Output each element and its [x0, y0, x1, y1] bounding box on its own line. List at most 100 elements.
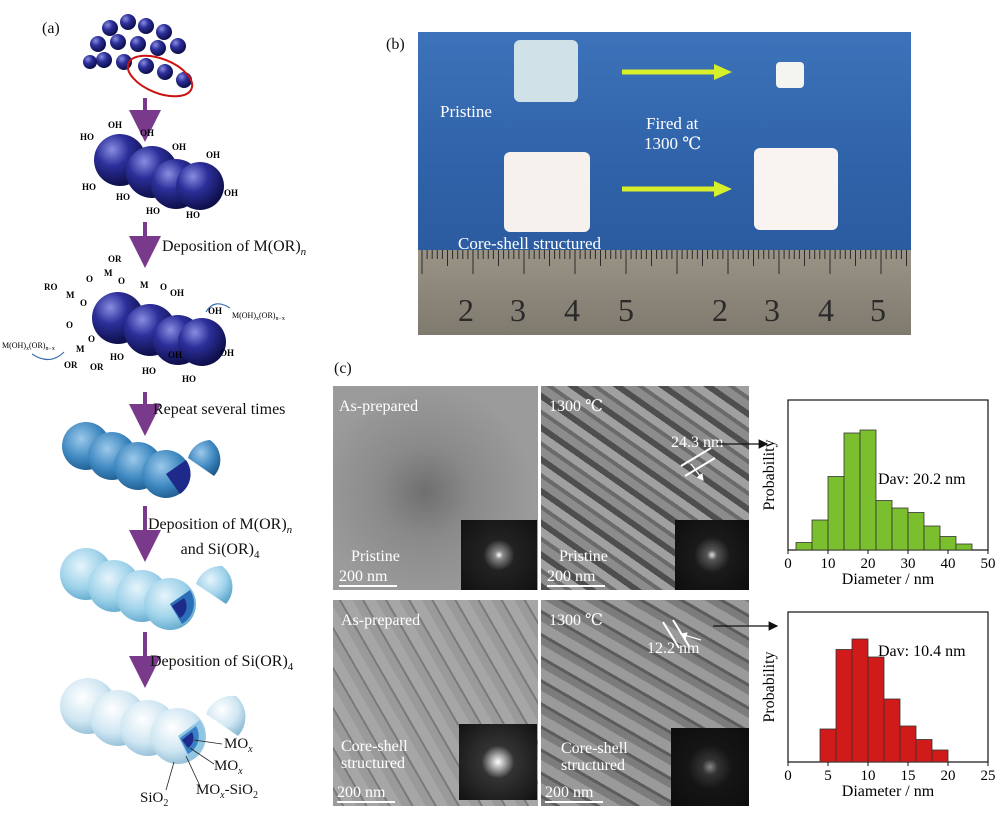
svg-text:OH: OH — [170, 288, 184, 298]
tem-image-3: As-prepared Core-shell structured 200 nm — [333, 600, 538, 806]
tem-2-top-label: 1300 ℃ — [549, 398, 603, 415]
x-tick-label-1: 5 — [824, 768, 832, 784]
svg-text:OH: OH — [172, 142, 186, 152]
coreshell-sample-before — [504, 152, 590, 232]
x-tick-label-2: 20 — [861, 556, 876, 572]
hist-bar-1 — [811, 519, 829, 551]
hydroxylated-chain — [94, 134, 224, 210]
tem-2-bottom-label: Pristine — [559, 548, 608, 565]
x-tick-label-4: 40 — [941, 556, 956, 572]
hist-bar-1 — [835, 649, 853, 763]
x-tick-label-3: 30 — [901, 556, 916, 572]
tem-4-bottom-label: Core-shell structured — [561, 740, 628, 774]
svg-text:HO: HO — [82, 182, 96, 192]
x-axis-label: Diameter / nm — [842, 783, 935, 800]
tem-2-scale-label: 200 nm — [547, 568, 596, 585]
step-1-label: Deposition of M(OR)n — [162, 238, 307, 259]
svg-text:HO: HO — [116, 192, 130, 202]
ruler-num-3: 4 — [564, 292, 580, 328]
tem-1-bottom-label: Pristine — [351, 548, 400, 565]
tem-4-scale-bar — [545, 801, 603, 803]
photo-samples: 2 3 4 5 2 3 4 5 Pristine Fired at 1300 ℃… — [418, 32, 911, 335]
panel-a-label: (a) — [42, 20, 60, 37]
svg-text:HO: HO — [142, 366, 156, 376]
tem-4-top-label: 1300 ℃ — [549, 612, 603, 629]
x-tick-label-0: 0 — [784, 768, 792, 784]
tem-3-diffraction-inset — [459, 724, 537, 800]
x-tick-label-2: 10 — [861, 768, 876, 784]
layer-label-mox-2: MOx — [214, 758, 243, 777]
panel-b-label: (b) — [386, 36, 405, 53]
y-axis-label: Probability — [761, 439, 778, 510]
svg-text:OH: OH — [108, 120, 122, 130]
svg-text:O: O — [66, 320, 73, 330]
y-axis-label: Probability — [761, 651, 778, 722]
hist-bar-2 — [827, 476, 845, 551]
svg-text:OH: OH — [208, 306, 222, 316]
ruler: 2 3 4 5 2 3 4 5 — [418, 250, 911, 335]
pristine-sample-after — [776, 62, 804, 88]
tem-3-bottom-label: Core-shell structured — [341, 738, 408, 772]
nanoparticle-cluster — [83, 14, 194, 98]
svg-text:OR: OR — [90, 362, 104, 372]
ruler-num-2: 3 — [510, 292, 526, 328]
svg-text:M: M — [104, 268, 113, 278]
photo-arrows — [622, 64, 732, 197]
tem-2-scale-bar — [547, 585, 605, 587]
svg-text:M: M — [66, 290, 75, 300]
x-tick-label-0: 0 — [784, 556, 792, 572]
dav-annotation: Dav: 20.2 nm — [878, 471, 966, 488]
hist-bar-7 — [931, 749, 949, 763]
tem-image-1: As-prepared Pristine 200 nm — [333, 386, 538, 590]
hist-bar-2 — [851, 638, 869, 763]
svg-text:O: O — [86, 274, 93, 284]
metal-alkoxide-chain — [92, 292, 226, 366]
coated-spheres-1 — [62, 422, 221, 498]
hist-bar-4 — [859, 429, 877, 551]
svg-text:HO: HO — [110, 352, 124, 362]
dav-annotation: Dav: 10.4 nm — [878, 643, 966, 660]
x-tick-label-3: 15 — [901, 768, 916, 784]
photo-label-fired-2: 1300 ℃ — [644, 134, 702, 153]
hist-bar-7 — [907, 512, 925, 551]
svg-text:OR: OR — [64, 360, 78, 370]
hist-bar-6 — [915, 739, 933, 763]
svg-text:M: M — [76, 344, 85, 354]
tem-3-scale-label: 200 nm — [337, 784, 386, 801]
svg-text:O: O — [118, 276, 125, 286]
svg-text:O: O — [88, 334, 95, 344]
tem-image-2: 1300 ℃ 24.3 nm Pristine 200 nm — [541, 386, 749, 590]
tem-1-diffraction-inset — [461, 520, 537, 590]
hist-bar-3 — [843, 432, 861, 551]
hist-bar-6 — [891, 507, 909, 551]
svg-text:OH: OH — [220, 348, 234, 358]
ruler-num-1: 2 — [458, 292, 474, 328]
photo-label-fired-1: Fired at — [646, 114, 699, 133]
tem-3-scale-bar — [337, 801, 395, 803]
coated-spheres-3 — [60, 678, 246, 764]
tem-4-scale-label: 200 nm — [545, 784, 594, 801]
hist-bar-0 — [795, 542, 813, 551]
svg-text:OH: OH — [140, 128, 154, 138]
ruler-num-6: 3 — [764, 292, 780, 328]
tem-4-diffraction-inset — [671, 728, 749, 806]
tem-3-top-label: As-prepared — [341, 612, 421, 629]
measure-arrows — [662, 439, 779, 649]
photo-label-coreshell: Core-shell structured — [458, 234, 602, 253]
ruler-num-8: 5 — [870, 292, 886, 328]
hist-bar-5 — [899, 725, 917, 763]
species-labels: M(OH)x(OR)n−x M(OH)x(OR)n−x — [2, 311, 285, 352]
hist-bar-3 — [867, 656, 885, 763]
svg-text:M: M — [140, 280, 149, 290]
svg-text:HO: HO — [182, 374, 196, 384]
hist-bar-5 — [875, 500, 893, 551]
svg-text:O: O — [80, 298, 87, 308]
layer-label-mox-1: MOx — [224, 736, 253, 755]
coreshell-sample-after — [754, 148, 838, 230]
svg-text:M(OH)x(OR)n−x: M(OH)x(OR)n−x — [232, 311, 285, 322]
tem-1-scale-label: 200 nm — [339, 568, 388, 585]
